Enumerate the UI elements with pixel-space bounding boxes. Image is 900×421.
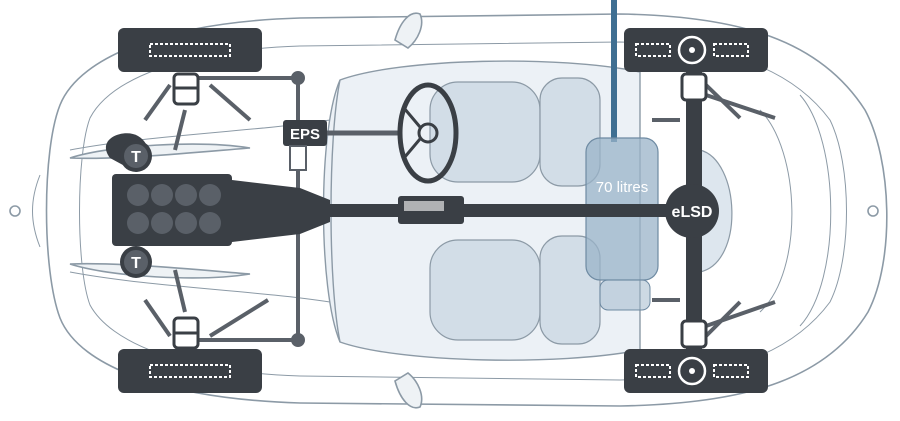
wheel-rear-left bbox=[624, 28, 768, 102]
steering-hub bbox=[417, 122, 439, 144]
arm-fl-3 bbox=[173, 109, 187, 151]
arm-rl-1 bbox=[143, 298, 172, 338]
steering-wheel bbox=[397, 82, 459, 184]
steering bbox=[322, 82, 459, 184]
tread-rear-left-b bbox=[713, 43, 749, 57]
cylinder-5 bbox=[127, 212, 149, 234]
tire-front-right bbox=[118, 349, 262, 393]
turbos: T T bbox=[105, 133, 152, 278]
cylinder-2 bbox=[151, 184, 173, 206]
mirror-top bbox=[394, 12, 423, 49]
tread-front-right bbox=[149, 364, 231, 378]
cylinder-8 bbox=[199, 212, 221, 234]
wheel-front-right bbox=[118, 316, 262, 393]
headlight-top bbox=[69, 143, 251, 160]
rear-deck-line bbox=[759, 109, 793, 313]
fuel-line bbox=[611, 0, 617, 142]
eps-unit: EPS bbox=[283, 120, 327, 171]
seats bbox=[429, 77, 601, 345]
wheel-front-left bbox=[118, 28, 262, 106]
steering-spoke-1 bbox=[402, 107, 422, 128]
transmission-fins bbox=[404, 201, 444, 211]
cylinder-1 bbox=[127, 184, 149, 206]
cylinder-3 bbox=[175, 184, 197, 206]
rear-steer-left-dot bbox=[689, 47, 695, 53]
cylinder-4 bbox=[199, 184, 221, 206]
steering-spoke-2 bbox=[402, 138, 422, 159]
driveshaft bbox=[328, 196, 694, 224]
tire-front-left bbox=[118, 28, 262, 72]
mirror-bottom bbox=[394, 372, 423, 409]
tread-rear-right-a bbox=[635, 364, 671, 378]
rear-steer-right-dot bbox=[689, 368, 695, 374]
elsd-housing bbox=[665, 184, 719, 238]
rear-axle: eLSD bbox=[652, 70, 776, 355]
arm-fl-1 bbox=[143, 83, 172, 122]
wheel-rear-right bbox=[624, 319, 768, 393]
rear-arm-2 bbox=[705, 93, 776, 120]
fuel-tank-lower bbox=[599, 279, 651, 311]
gearbox-bellhousing bbox=[232, 180, 330, 242]
elsd-label: eLSD bbox=[672, 204, 713, 221]
seat-passenger-cushion bbox=[429, 239, 541, 341]
arm-fl-2 bbox=[208, 83, 252, 122]
turbo-bottom-inner bbox=[124, 250, 148, 274]
tire-rear-right bbox=[624, 349, 768, 393]
tread-front-left bbox=[149, 43, 231, 57]
fuel-tank-label: 70 litres bbox=[596, 179, 649, 196]
turbo-top-inner bbox=[124, 144, 148, 168]
turbo-top-label: T bbox=[131, 149, 141, 166]
seat-driver-back bbox=[539, 77, 601, 187]
rear-steer-left-icon bbox=[677, 35, 707, 65]
damper-rear-right bbox=[680, 319, 708, 349]
cylinder-6 bbox=[151, 212, 173, 234]
rear-arm-4 bbox=[705, 300, 776, 328]
rear-sensor bbox=[867, 205, 879, 217]
cylinder-7 bbox=[175, 212, 197, 234]
eps-gaiter bbox=[289, 145, 307, 171]
tread-rear-right-b bbox=[713, 364, 749, 378]
driveshaft-rear bbox=[464, 204, 694, 217]
front-sensor bbox=[9, 205, 21, 217]
damper-rear-left bbox=[680, 72, 708, 102]
wheels bbox=[118, 28, 768, 393]
rack-joint-bottom bbox=[291, 333, 305, 347]
turbo-bottom-label: T bbox=[131, 255, 141, 272]
tread-rear-left-a bbox=[635, 43, 671, 57]
headlight-bottom bbox=[69, 262, 251, 279]
trunk-line bbox=[799, 94, 832, 327]
arm-rl-2 bbox=[208, 298, 270, 338]
rear-steer-right-icon bbox=[677, 356, 707, 386]
front-nose-line bbox=[32, 174, 41, 248]
tire-rear-left bbox=[624, 28, 768, 72]
body-outline bbox=[45, 13, 888, 407]
arm-rl-3 bbox=[173, 269, 187, 313]
eps-box bbox=[283, 120, 327, 146]
rack-joint-top bbox=[291, 71, 305, 85]
driveshaft-front bbox=[328, 204, 398, 217]
eps-label: EPS bbox=[290, 126, 320, 143]
body-inner-line bbox=[79, 41, 847, 381]
engine bbox=[112, 174, 330, 246]
